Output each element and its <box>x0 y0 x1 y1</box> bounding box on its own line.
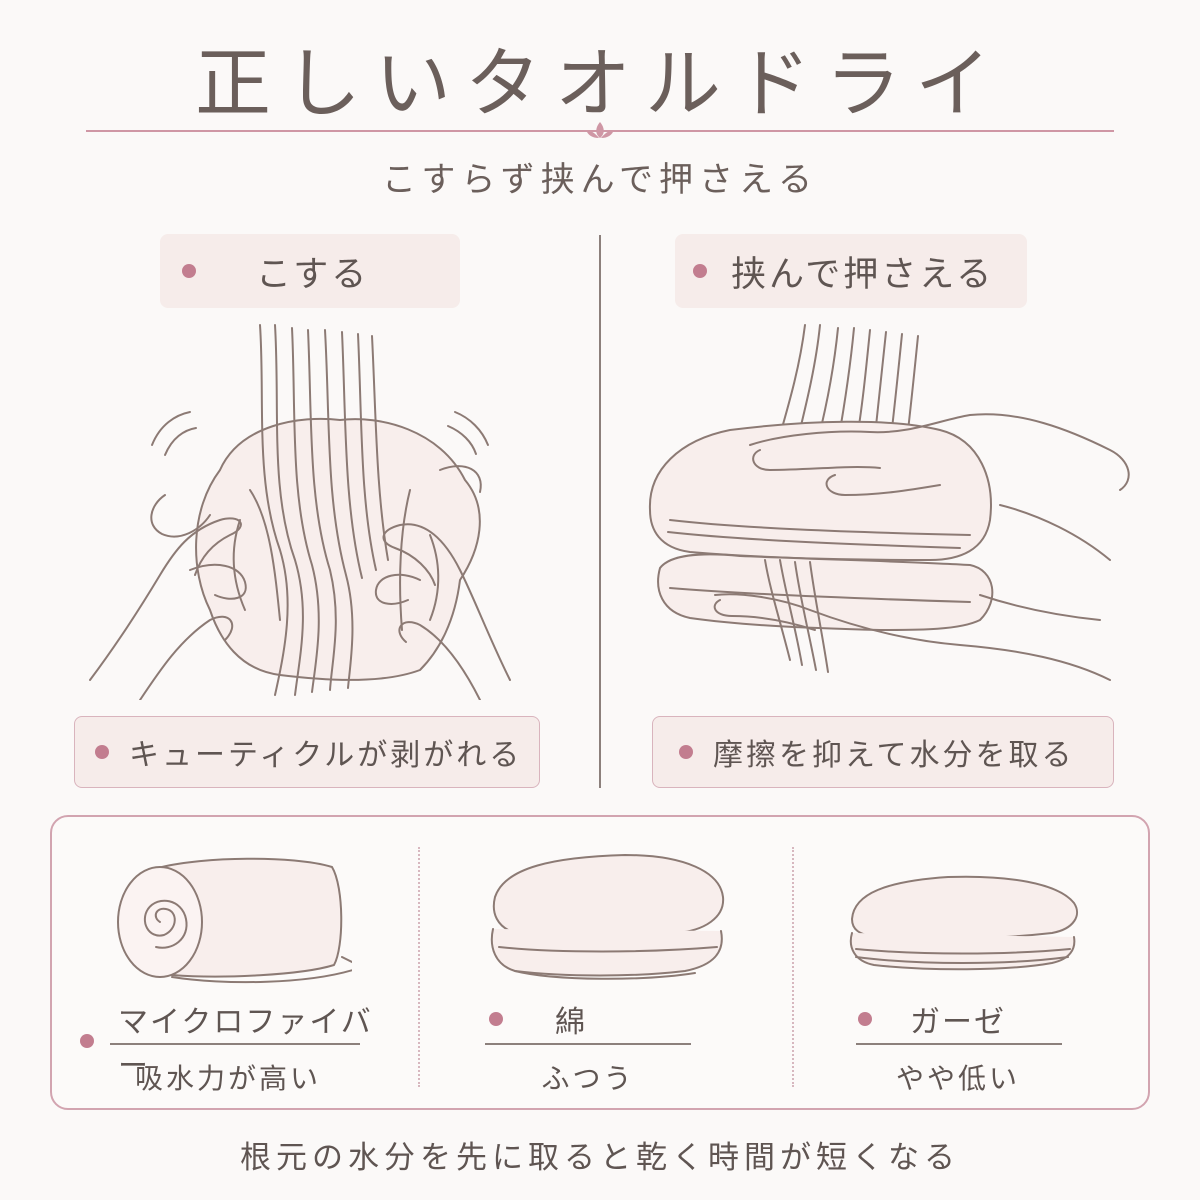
rub-caption: キューティクルが剥がれる <box>129 738 523 773</box>
footer-tip: 根元の水分を先に取ると乾く時間が短くなる <box>240 1140 960 1176</box>
bullet-dot <box>182 264 196 278</box>
title-ornament-divider <box>86 122 1114 138</box>
rub-heading: こする <box>256 254 370 295</box>
bullet-dot <box>693 264 707 278</box>
rub-heading-pill: こする <box>160 234 460 308</box>
rub-caption-tag: キューティクルが剥がれる <box>74 716 540 788</box>
rolled-towel-icon <box>117 857 352 984</box>
underline <box>856 1043 1062 1045</box>
bullet-dot <box>95 745 109 759</box>
bullet-dot <box>489 1012 503 1026</box>
rubbing-hair-illustration <box>89 324 511 700</box>
column-separator <box>792 847 794 1087</box>
center-divider <box>599 235 601 788</box>
press-heading-pill: 挟んで押さえる <box>675 234 1027 308</box>
towel-type-note: ふつう <box>541 1062 635 1095</box>
towel-type-note: 吸水力が高い <box>134 1062 321 1095</box>
bullet-dot <box>858 1012 872 1026</box>
pressing-hair-illustration <box>648 324 1130 681</box>
towel-type-name-row: ガーゼ <box>818 997 1138 1041</box>
press-caption: 摩擦を抑えて水分を取る <box>713 738 1075 773</box>
bullet-dot <box>679 745 693 759</box>
folded-gauze-icon <box>849 875 1079 971</box>
bullet-dot <box>80 1034 94 1048</box>
folded-towel-icon <box>490 854 725 980</box>
towel-type-cotton: 綿 ふつう <box>445 817 765 1112</box>
towel-type-name: 綿 <box>555 1005 587 1040</box>
page-title: 正しいタオルドライ <box>195 39 1005 128</box>
towel-type-name: マイクロファイバー <box>118 1005 373 1084</box>
towel-type-name-row: マイクロファイバー <box>72 997 392 1085</box>
press-heading: 挟んで押さえる <box>731 254 995 295</box>
press-caption-tag: 摩擦を抑えて水分を取る <box>652 716 1114 788</box>
towel-type-name-row: 綿 <box>445 997 765 1041</box>
towel-type-microfiber: マイクロファイバー 吸水力が高い <box>72 817 392 1112</box>
towel-type-name: ガーゼ <box>910 1005 1006 1040</box>
towel-types-panel: マイクロファイバー 吸水力が高い 綿 ふつう <box>50 815 1150 1110</box>
towel-type-gauze: ガーゼ やや低い <box>818 817 1138 1112</box>
column-separator <box>418 847 420 1087</box>
underline <box>485 1043 691 1045</box>
towel-type-note: やや低い <box>895 1062 1020 1095</box>
underline <box>110 1043 360 1045</box>
page-subtitle: こすらず挟んで押さえる <box>382 160 818 200</box>
